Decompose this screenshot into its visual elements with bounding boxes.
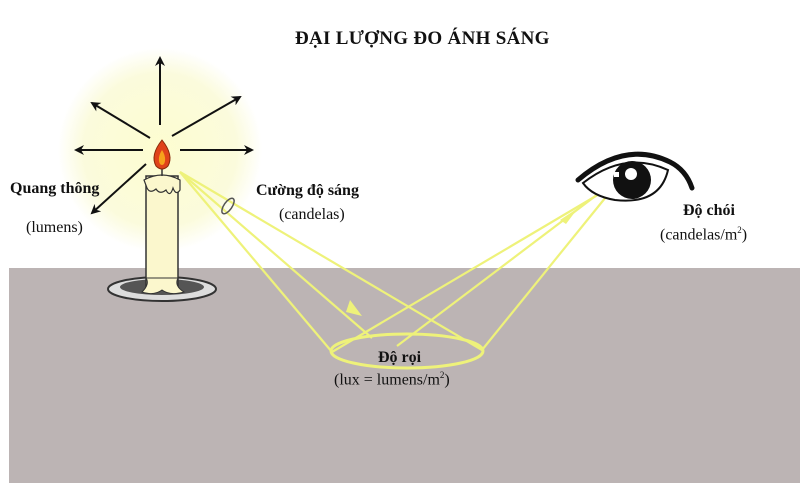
diagram-title: ĐẠI LƯỢNG ĐO ÁNH SÁNG: [295, 28, 550, 49]
candle-icon: [107, 168, 217, 302]
light-beams: [179, 171, 611, 370]
illuminance-unit: (lux = lumens/m2): [334, 370, 450, 389]
eye-icon: [575, 151, 695, 202]
luminous-intensity-unit: (candelas): [279, 206, 345, 223]
illuminance-label: Độ rọi: [378, 349, 422, 366]
luminance-label: Độ chói: [683, 202, 735, 219]
luminous-flux-label: Quang thông: [10, 180, 100, 197]
arrow-icon: [74, 56, 254, 215]
flame-icon: [153, 139, 171, 170]
luminous-flux-unit: (lumens): [26, 219, 83, 236]
luminance-unit: (candelas/m2): [660, 225, 748, 244]
solid-angle-ring: [221, 197, 235, 215]
luminous-intensity-label: Cường độ sáng: [256, 182, 359, 199]
